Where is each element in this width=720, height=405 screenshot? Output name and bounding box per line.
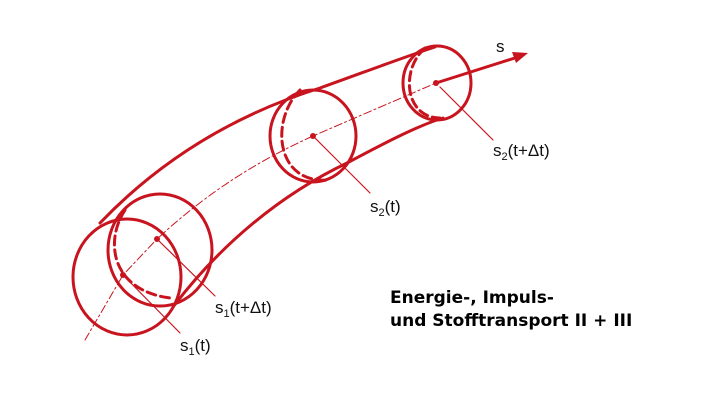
label-s1-t: s1(t) <box>180 336 211 358</box>
leader-s2-t-dt <box>439 86 494 141</box>
cross-section-s1-t <box>71 217 183 337</box>
s-axis-label: s <box>496 37 505 56</box>
arrowhead-icon <box>512 52 528 63</box>
cross-section-s2-t-dt <box>401 44 473 122</box>
s-axis-arrow <box>434 55 520 85</box>
point-s1-t-dt <box>154 236 160 242</box>
course-title: Energie-, Impuls- und Stofftransport II … <box>390 287 632 333</box>
hidden-edge-s2 <box>280 88 332 182</box>
leader-s2-t <box>312 135 371 194</box>
leader-s1-t <box>122 274 181 334</box>
leader-s1-t-dt <box>156 238 216 297</box>
label-s2-t: s2(t) <box>370 197 401 219</box>
point-s2-t <box>310 133 316 139</box>
course-title-line2: und Stofftransport II + III <box>390 311 633 331</box>
point-s1-t <box>120 272 126 278</box>
course-title-line1: Energie-, Impuls- <box>390 288 554 308</box>
cross-section-s2-t <box>268 88 358 184</box>
tube-top-outline <box>98 45 437 225</box>
label-s1-t-dt: s1(t+Δt) <box>215 298 272 320</box>
cross-section-s1-t-dt <box>106 192 214 308</box>
label-s2-t-dt: s2(t+Δt) <box>493 141 550 163</box>
hidden-edge-s1 <box>113 208 172 300</box>
hidden-edge-s2-dt <box>408 46 442 120</box>
tube-bottom-outline <box>171 116 445 309</box>
point-s2-t-dt <box>433 80 439 86</box>
